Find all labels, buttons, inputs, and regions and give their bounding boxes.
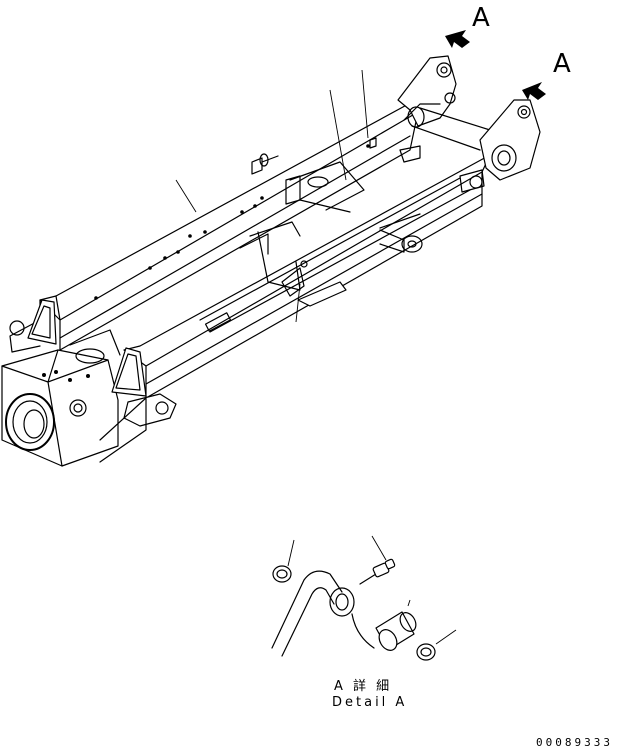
boom-frame-assembly: [1, 55, 541, 467]
grease-fitting: [359, 558, 396, 585]
washer-left: [272, 565, 292, 583]
detail-a-view: A 詳 細 Detail A: [271, 535, 457, 710]
leader-lines-main: [175, 69, 369, 323]
view-label-a-1: A: [472, 3, 490, 33]
view-arrow-a-2: A: [522, 49, 571, 100]
detail-caption-jp: A 詳 細: [334, 678, 392, 694]
drawing-code: 00089333: [536, 736, 613, 749]
detail-caption-en: Detail A: [332, 695, 407, 710]
bushing: [375, 611, 417, 651]
washer-right: [416, 643, 436, 661]
view-arrow-a-1: A: [445, 3, 490, 48]
view-label-a-2: A: [553, 49, 571, 79]
